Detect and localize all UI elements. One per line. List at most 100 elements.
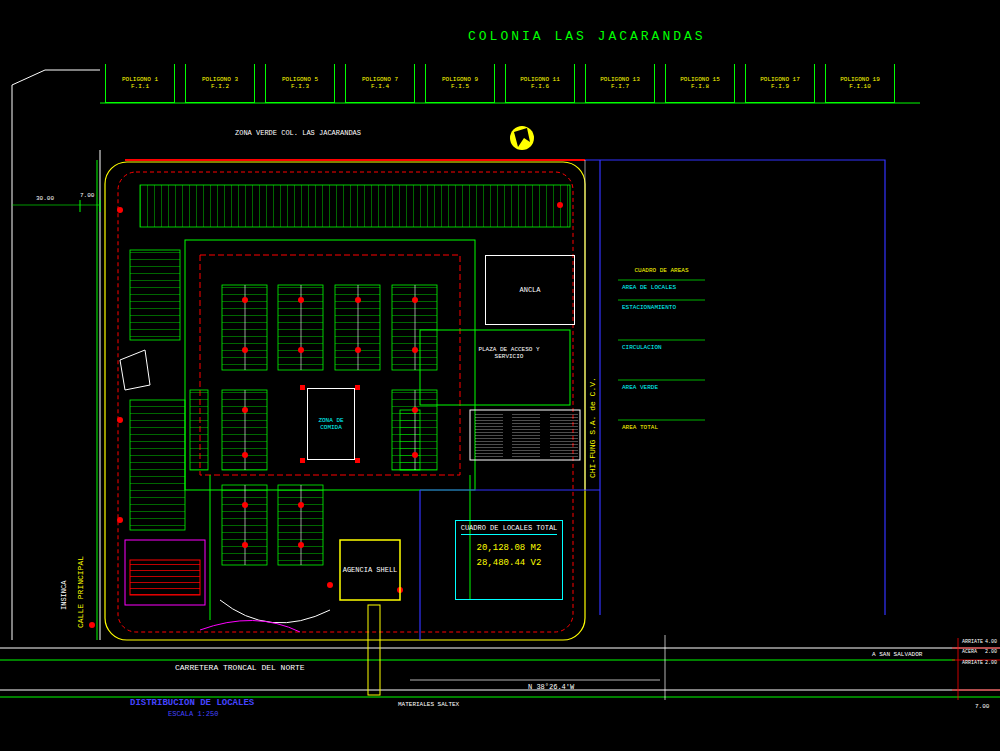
north-arrow [510,126,534,150]
lot-box: POLIGONO 1F.I.1 [105,64,175,103]
site-outline [200,255,460,475]
map-label: ESCALA 1:250 [168,710,218,718]
lot-box: POLIGONO 15F.I.8 [665,64,735,103]
lot-box: POLIGONO 11F.I.6 [505,64,575,103]
kiosk-box: ZONA DE COMIDA [307,388,355,460]
node-text: POLIGONO 7 [362,76,398,83]
dimension-lines [952,648,1000,690]
light-posts [355,347,361,353]
site-outline [210,475,470,620]
node-subtext: F.I.3 [291,83,309,90]
highway [0,648,1000,649]
dimension-lines [958,638,959,700]
parking-stalls [400,410,420,470]
light-posts [298,502,304,508]
light-posts [327,582,333,588]
lot-box: POLIGONO 5F.I.3 [265,64,335,103]
lot-box: POLIGONO 9F.I.5 [425,64,495,103]
map-label: PLAZA DE ACCESO Y SERVICIO [478,347,540,361]
node-text: POLIGONO 9 [442,76,478,83]
site-outline [125,159,585,161]
map-label: DISTRIBUCION DE LOCALES [130,698,254,708]
light-posts [298,297,304,303]
lot-box: POLIGONO 13F.I.7 [585,64,655,103]
left-street [12,85,13,640]
left-street [80,200,100,212]
highway [0,660,955,661]
left-street [12,70,100,85]
parking-stalls [222,285,267,370]
buildings [475,412,503,457]
parking-stalls [245,285,415,565]
map-label: ZONA VERDE COL. LAS JACARANDAS [235,129,361,137]
parking-stalls [278,285,323,370]
node-subtext: F.I.2 [211,83,229,90]
parking-stalls [392,390,437,470]
map-label: 7.00 [975,704,989,711]
node-text: POLIGONO 15 [680,76,720,83]
light-posts [298,347,304,353]
light-posts [300,385,305,390]
light-posts [242,297,248,303]
node-text: POLIGONO 3 [202,76,238,83]
highway [665,635,666,700]
parking-stalls [222,390,267,470]
light-posts [242,407,248,413]
node-text: POLIGONO 1 [122,76,158,83]
parking-stalls [140,185,570,227]
map-label: MATERIALES SALTEX [398,702,459,709]
highway [200,620,300,632]
lot-box: POLIGONO 7F.I.4 [345,64,415,103]
node-subtext: F.I.4 [371,83,389,90]
areas-box: CUADRO DE AREAS [618,262,705,280]
anchor-box: ANCLA [485,255,575,325]
property-lines [420,160,885,640]
highway [0,690,1000,691]
north-arrow [514,128,530,147]
map-label: A SAN SALVADOR [872,652,922,659]
parking-stalls [392,285,437,370]
map-label: ARRIATE [962,640,983,646]
node-text: POLIGONO 17 [760,76,800,83]
map-label: CIRCULACION [622,345,662,352]
light-posts [89,202,563,628]
parking-stalls [130,185,570,565]
node-subtext: F.I.8 [691,83,709,90]
parking-stalls [130,400,185,530]
parking-stalls [190,390,208,470]
light-posts [355,385,360,390]
light-posts [300,458,305,463]
buildings [420,330,570,405]
site-outline [105,160,585,640]
map-label: AREA DE LOCALES [622,285,676,292]
buildings [470,410,580,460]
map-label: 7.00 [80,193,94,200]
light-posts [242,347,248,353]
lot-box: POLIGONO 17F.I.9 [745,64,815,103]
highway [0,697,1000,698]
vertical-label: CHI-FUNG S.A. de C.V. [588,377,597,478]
light-posts [355,458,360,463]
parking-stalls [278,485,323,565]
node-text: CUADRO DE LOCALES TOTAL [461,524,558,535]
node-subtext: F.I.5 [451,83,469,90]
node-text: AGENCIA SHELL [343,566,398,574]
light-posts [412,452,418,458]
light-posts [117,517,123,523]
table-lines [618,280,705,420]
site-outline [105,162,585,640]
light-posts [355,297,361,303]
light-posts [242,452,248,458]
node-text: POLIGONO 13 [600,76,640,83]
light-posts [242,542,248,548]
vertical-label: INSINCA [60,581,68,610]
table-lines [618,280,705,420]
map-title: COLONIA LAS JACARANDAS [468,30,706,45]
dimension-lines [952,638,1000,700]
lot-box: POLIGONO 19F.I.10 [825,64,895,103]
light-posts [242,502,248,508]
node-text: POLIGONO 11 [520,76,560,83]
site-outline [220,600,330,623]
highway [410,680,660,681]
highway [368,605,380,695]
